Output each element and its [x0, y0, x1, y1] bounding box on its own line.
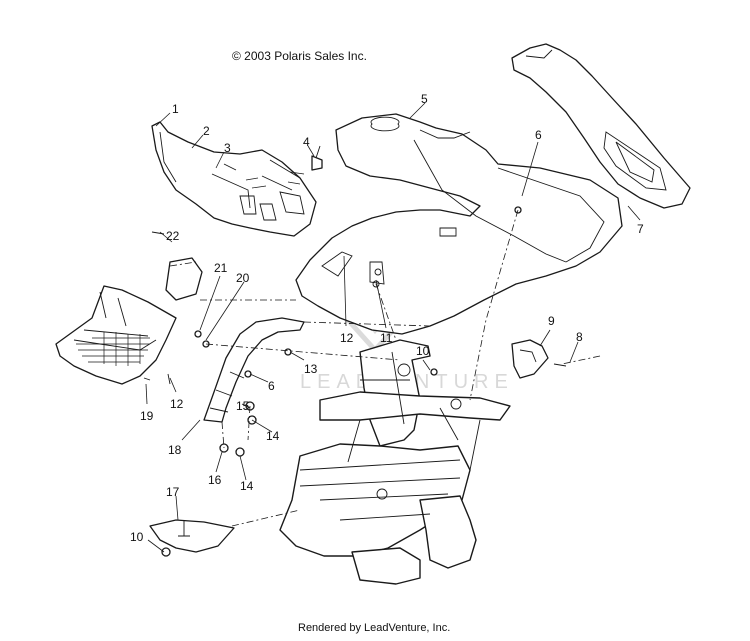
seat-part	[511, 43, 691, 209]
callout-4: 4	[303, 135, 310, 149]
callout-21: 21	[214, 261, 228, 275]
callout-20: 20	[236, 271, 250, 285]
assembly-lines	[200, 209, 601, 527]
callout-labels: 1 2 3 4 5 6 7 8 9 10 11 12 13 6 15 14 16…	[130, 92, 644, 544]
callout-6b: 6	[268, 379, 275, 393]
callout-19: 19	[140, 409, 154, 423]
callout-15: 15	[236, 399, 250, 413]
bracket-part-9	[511, 339, 567, 379]
callout-5: 5	[421, 92, 428, 106]
callout-13: 13	[304, 362, 318, 376]
callout-17: 17	[166, 485, 180, 499]
bolt-part-4	[311, 145, 323, 171]
callout-8: 8	[576, 330, 583, 344]
callout-6: 6	[535, 128, 542, 142]
callout-9: 9	[548, 314, 555, 328]
callout-18: 18	[168, 443, 182, 457]
callout-14: 14	[266, 429, 280, 443]
lower-guard-part-17	[149, 519, 235, 553]
front-fender-body	[295, 113, 623, 335]
callout-16: 16	[208, 473, 222, 487]
rendered-by-credit: Rendered by LeadVenture, Inc.	[298, 622, 451, 634]
hardware-items	[143, 206, 522, 557]
mud-flap-part-18	[203, 317, 305, 423]
callout-12b: 12	[170, 397, 184, 411]
callout-12: 12	[340, 331, 354, 345]
side-panel-part	[151, 121, 317, 237]
callout-10b: 10	[130, 530, 144, 544]
callout-14b: 14	[240, 479, 254, 493]
callout-3: 3	[224, 141, 231, 155]
copyright-notice: © 2003 Polaris Sales Inc.	[232, 49, 367, 63]
left-footrest-part	[55, 257, 203, 385]
callout-1: 1	[172, 102, 179, 116]
chassis-frame	[279, 339, 511, 585]
callout-22: 22	[166, 229, 180, 243]
callout-11: 11	[380, 331, 393, 345]
callout-2: 2	[203, 124, 210, 138]
callout-7: 7	[637, 222, 644, 236]
callout-10: 10	[416, 344, 430, 358]
leader-lines	[145, 102, 641, 553]
